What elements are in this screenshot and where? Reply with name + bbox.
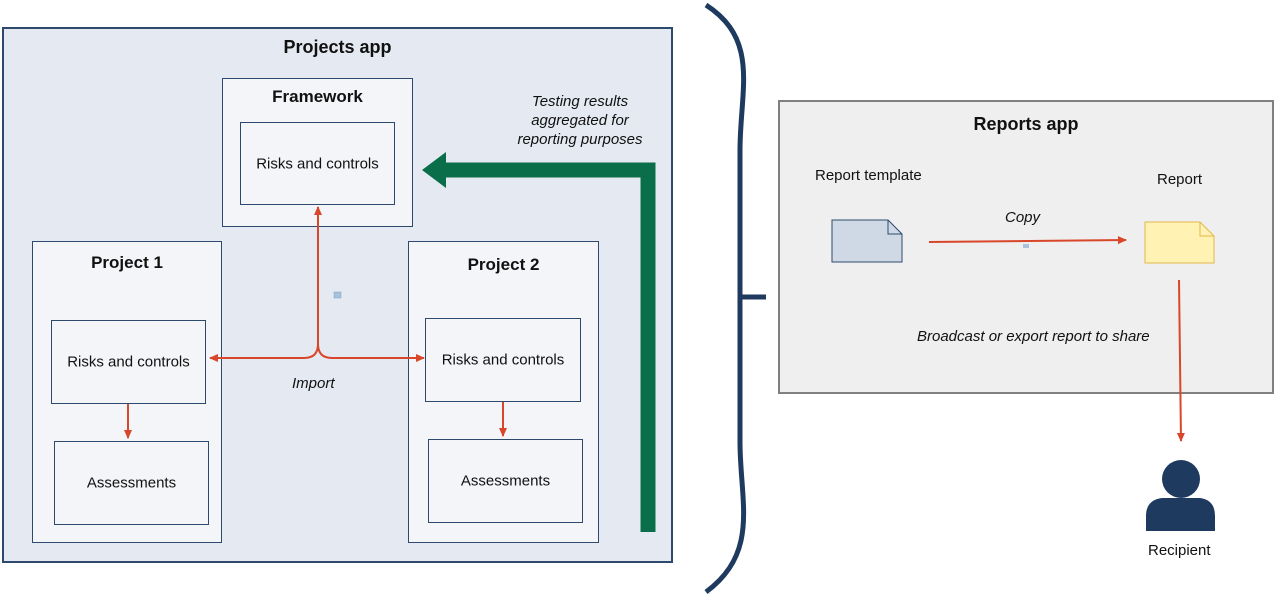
aggregation-note-line-3: reporting purposes xyxy=(517,131,643,148)
report-label: Report xyxy=(1157,171,1203,188)
copy-arrow xyxy=(928,236,1127,245)
project2-risks-label: Risks and controls xyxy=(441,351,565,369)
project1-risks-box: Risks and controls xyxy=(51,320,206,404)
small-marker-dot xyxy=(333,291,342,299)
framework-risks-label: Risks and controls xyxy=(256,155,379,172)
project1-risks-label: Risks and controls xyxy=(67,353,190,371)
copy-label: Copy xyxy=(1005,209,1041,226)
aggregation-arrow xyxy=(422,152,656,532)
project2-assessments-box: Assessments xyxy=(428,439,583,523)
copy-marker-dot xyxy=(1023,244,1029,248)
report-template-document-icon xyxy=(831,219,903,263)
report-document-icon xyxy=(1144,221,1215,264)
projects-app-title: Projects app xyxy=(283,37,392,57)
import-label: Import xyxy=(292,375,335,392)
import-left-arrow xyxy=(209,343,319,362)
framework-title: Framework xyxy=(272,87,363,106)
aggregation-note-line-1: Testing results xyxy=(531,93,629,110)
project1-title: Project 1 xyxy=(91,253,163,272)
aggregation-note: Testing results aggregated for reporting… xyxy=(510,92,650,149)
aggregation-note-line-2: aggregated for xyxy=(531,112,629,129)
project1-assessments-box: Assessments xyxy=(54,441,209,525)
project2-assessments-label: Assessments xyxy=(460,472,551,490)
framework-risks-box: Risks and controls xyxy=(240,122,395,205)
share-arrow xyxy=(1176,279,1185,442)
import-right-arrow xyxy=(317,343,425,362)
brace-icon xyxy=(704,2,747,595)
project2-risks-box: Risks and controls xyxy=(425,318,581,402)
project2-title: Project 2 xyxy=(467,255,540,274)
recipient-person-icon xyxy=(1146,460,1215,531)
reports-app-title: Reports app xyxy=(973,114,1079,134)
import-arrows xyxy=(124,206,507,439)
project1-assessments-label: Assessments xyxy=(86,474,177,492)
recipient-label: Recipient xyxy=(1148,542,1211,559)
share-label: Broadcast or export report to share xyxy=(917,328,1150,345)
report-template-label: Report template xyxy=(815,167,922,184)
